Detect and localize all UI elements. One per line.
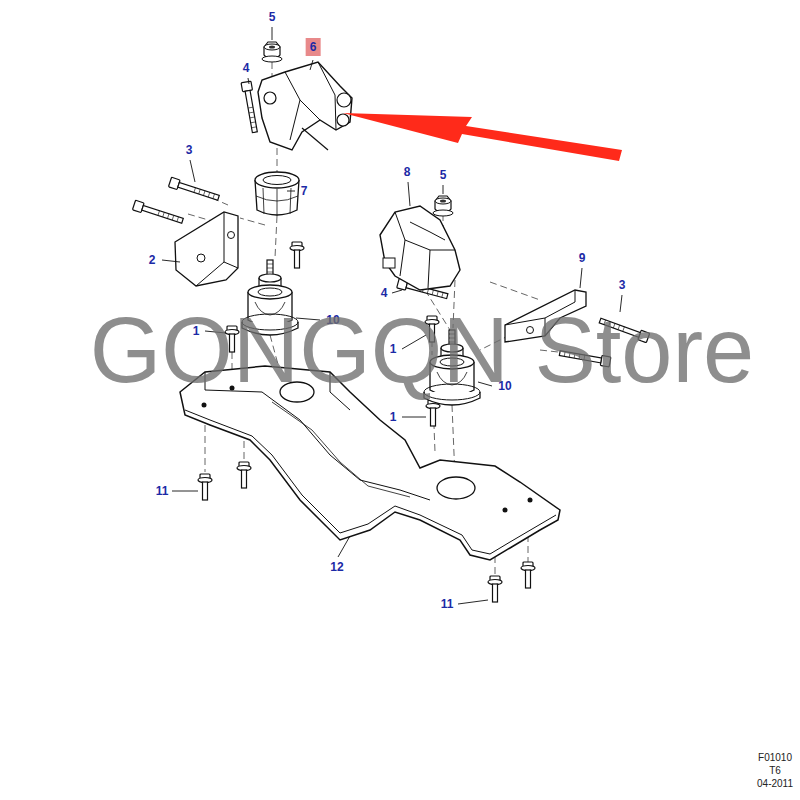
- red-arrow: [343, 113, 622, 161]
- leader-line: [190, 160, 195, 182]
- center-line: [205, 425, 206, 472]
- leader-line: [287, 191, 295, 192]
- leader-line: [248, 78, 249, 84]
- bolt: [237, 462, 251, 488]
- crossmember: [272, 402, 410, 497]
- callout-number: 1: [388, 410, 399, 424]
- mount-bracket: [337, 93, 351, 107]
- leader-line: [580, 268, 582, 288]
- nut: [433, 196, 453, 216]
- bolt: [521, 562, 535, 588]
- center-line: [275, 216, 277, 258]
- bracket: [228, 232, 235, 239]
- crossmember: [528, 498, 533, 503]
- nut: [262, 42, 282, 62]
- callout-number: 4: [379, 286, 390, 300]
- mount-housing: [395, 212, 455, 288]
- callout-number: 5: [267, 10, 278, 24]
- leader-line: [392, 290, 402, 293]
- mount-cup: [255, 172, 299, 216]
- mount-bracket: [258, 62, 352, 150]
- center-line: [240, 218, 265, 225]
- callout-number: 3: [617, 278, 628, 292]
- crossmember: [503, 508, 508, 513]
- leader-line: [272, 27, 273, 40]
- callout-number: 2: [147, 253, 158, 267]
- crossmember: [185, 410, 556, 554]
- bolt: [198, 474, 212, 500]
- drawing-code: 04-2011: [757, 779, 793, 789]
- mount-housing: [380, 206, 460, 290]
- callout-number: 11: [439, 597, 456, 611]
- bolt: [488, 576, 502, 602]
- mount-bracket: [302, 128, 328, 150]
- crossmember: [202, 403, 207, 408]
- crossmember: [262, 392, 430, 500]
- callout-number: 12: [328, 560, 345, 574]
- callout-number: 8: [402, 165, 413, 179]
- mount-cup: [255, 172, 299, 188]
- mount-bracket: [258, 62, 352, 150]
- mount-housing: [380, 206, 460, 290]
- callout-number: 6: [306, 38, 321, 56]
- bracket: [197, 254, 205, 262]
- mount-cup: [256, 188, 298, 216]
- leader-line: [172, 491, 198, 492]
- callout-number: 5: [438, 168, 449, 182]
- bolt: [241, 81, 260, 133]
- mount-bracket: [264, 92, 276, 104]
- leader-line: [162, 260, 180, 262]
- callout-number: 4: [241, 61, 252, 75]
- red-arrow: [343, 113, 622, 161]
- bracket: [175, 212, 238, 286]
- center-line: [528, 535, 529, 562]
- mount-bracket: [285, 62, 336, 140]
- callout-number: 9: [577, 251, 588, 265]
- callout-number: 7: [299, 184, 310, 198]
- bolt: [168, 177, 220, 202]
- crossmember: [437, 477, 475, 499]
- mount-bracket: [337, 114, 349, 126]
- leader-line: [458, 600, 488, 604]
- drawing-code: T6: [769, 766, 781, 776]
- watermark: GONGQN Store: [90, 304, 755, 396]
- mount-housing: [383, 258, 395, 268]
- center-line: [490, 282, 540, 300]
- leader-line: [443, 185, 444, 194]
- leader-line: [408, 182, 410, 206]
- center-line: [277, 148, 278, 172]
- bracket: [196, 212, 238, 286]
- bolt: [426, 400, 440, 426]
- callout-number: 3: [184, 143, 195, 157]
- leader-line: [338, 536, 350, 557]
- leader-line: [402, 417, 426, 418]
- bolt: [290, 242, 304, 268]
- leader-line: [310, 60, 313, 70]
- drawing-code: F01010: [758, 753, 792, 763]
- mount-cup: [263, 176, 291, 185]
- bolt: [132, 200, 184, 225]
- callout-number: 11: [154, 484, 171, 498]
